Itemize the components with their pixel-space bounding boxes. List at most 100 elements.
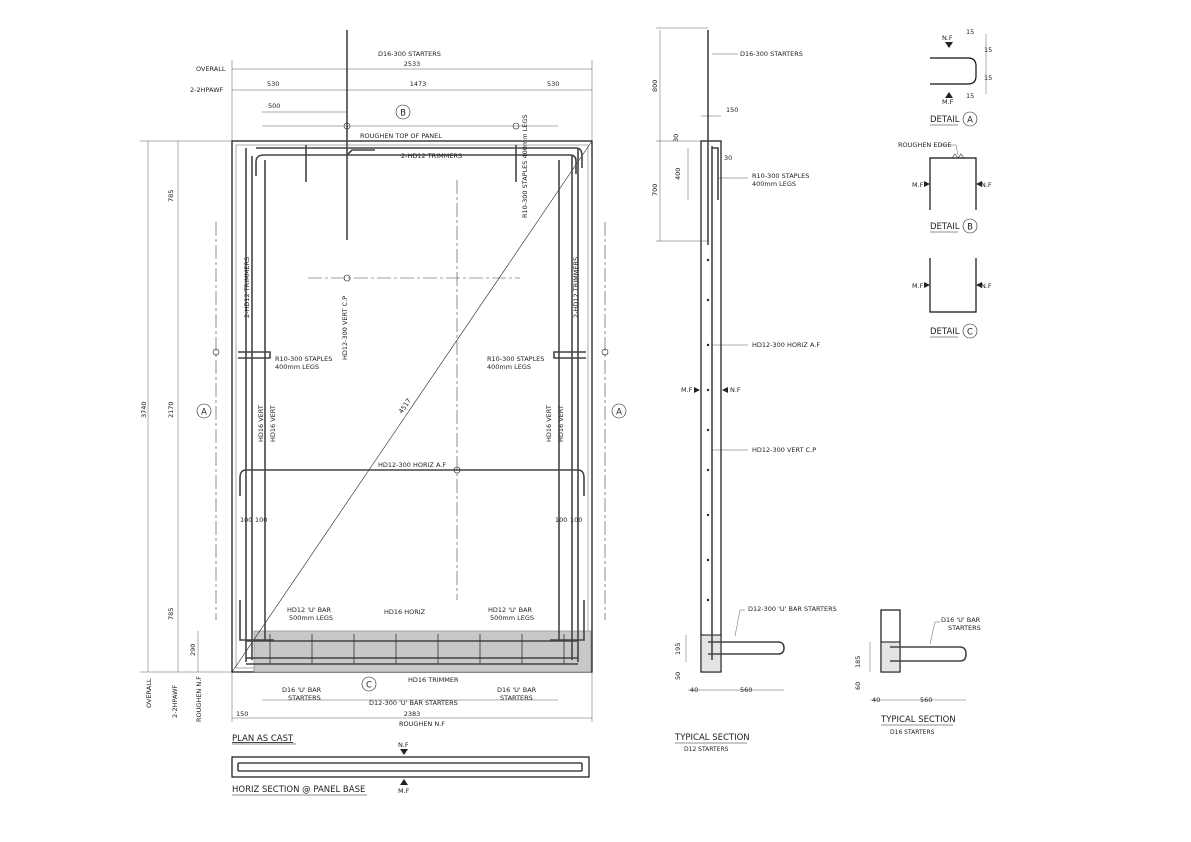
trimmers-top-label: 2-HD12 TRIMMERS <box>401 152 462 160</box>
horiz-af-label: HD12-300 HORIZ A.F <box>378 461 446 469</box>
roughened-base-strip <box>253 630 592 673</box>
starters-top-label: D16-300 STARTERS <box>378 50 441 58</box>
wall-section-d16-base <box>880 641 901 673</box>
detail-c-mf: M.F <box>912 282 924 290</box>
callout-circle-a-right <box>611 403 627 419</box>
horiz-af-bar <box>246 469 585 496</box>
typ16-ubar-2: STARTERS <box>948 624 981 632</box>
lift-point-right <box>601 348 609 356</box>
callout-circle-b <box>395 104 411 120</box>
typ-mf-arrow <box>694 387 700 393</box>
staples-right-vert-label: R10-300 STAPLES 400mm LEGS <box>521 114 529 218</box>
v-roughen-label: ROUGHEN N.F <box>195 676 203 722</box>
dim-2hpawf-label: 2-2HPAWF <box>190 86 224 94</box>
d16u-right-label-2: STARTERS <box>500 694 533 702</box>
detail-a-circle <box>962 111 978 127</box>
trimmers-right-label: 2-HD12 TRIMMERS <box>572 257 580 318</box>
horiz-section-title: HORIZ SECTION @ PANEL BASE <box>232 785 365 795</box>
d100-left-a: 100 <box>240 516 252 524</box>
diagonal-dimension-line <box>231 140 593 673</box>
detail-a-nf: N.F <box>942 34 953 42</box>
vert-cp-label: HD12-300 VERT C.P <box>341 296 349 360</box>
detail-b-letter: B <box>967 223 973 233</box>
typ12-40: 40 <box>690 686 698 694</box>
callout-a-left-label: A <box>201 408 207 418</box>
typ16-subtitle: D16 STARTERS <box>890 729 935 736</box>
diagonal-value: 4517 <box>397 397 413 415</box>
d16u-right-label: D16 'U' BAR <box>497 686 537 694</box>
horiz-af-bar-left-end <box>239 469 247 496</box>
typ12-30b: 30 <box>724 154 732 162</box>
detail-c-nf: N.F <box>981 282 992 290</box>
typical-section-d12: D16-300 STARTERS 800 700 150 30 30 400 R… <box>651 27 837 753</box>
detail-b-profile <box>929 157 977 210</box>
typical-section-d16: D16 'U' BAR STARTERS 185 60 40 560 TYPIC… <box>854 609 981 736</box>
typ12-30a: 30 <box>672 134 680 142</box>
v-overall-label: OVERALL <box>145 678 153 708</box>
detail-b-roughen <box>951 153 965 159</box>
h785-bot-value: 785 <box>167 608 175 620</box>
typ12-subtitle: D12 STARTERS <box>684 746 729 753</box>
hd16-vert-left-label-2: HD16 VERT <box>269 405 277 442</box>
ubar-left <box>239 600 274 641</box>
d16u-left-label-2: STARTERS <box>288 694 321 702</box>
h290-value: 290 <box>189 644 197 656</box>
detail-b-mf-arrow <box>924 181 930 187</box>
dim-right-value: 530 <box>547 80 559 88</box>
typ12-staples: R10-300 STAPLES <box>752 172 809 180</box>
typ12-195: 195 <box>674 643 682 655</box>
staple-right <box>553 351 586 359</box>
typ12-vert-cp: HD12-300 VERT C.P <box>752 446 816 454</box>
detail-a-nf-arrow <box>945 42 953 48</box>
nf-arrow <box>400 749 408 755</box>
hd16-vert-right-label-2: HD16 VERT <box>557 405 565 442</box>
typ12-800: 800 <box>651 80 659 92</box>
ubar-left-label: HD12 'U' BAR <box>287 606 332 614</box>
d100-right-a: 100 <box>555 516 567 524</box>
typ12-horiz-af: HD12-300 HORIZ A.F <box>752 341 820 349</box>
typ12-nf: N.F <box>730 386 741 394</box>
d100-left-b: 100 <box>255 516 267 524</box>
dim-500-value: 500 <box>268 102 280 110</box>
dim-overall-value: 2533 <box>404 60 421 68</box>
detail-b-leader <box>940 144 959 156</box>
detail-c-mf-arrow <box>924 282 930 288</box>
d12u-starters-label: D12-300 'U' BAR STARTERS <box>369 699 458 707</box>
staple-typ <box>712 147 719 200</box>
top-trimmer-bar-left-end <box>255 154 265 176</box>
leader-d16 <box>929 621 940 645</box>
callout-circle-c <box>361 676 377 692</box>
lift-point-top-l <box>343 122 351 130</box>
leader-ubar <box>734 609 745 637</box>
detail-b-nf-arrow <box>976 181 982 187</box>
ubar-right-label: HD12 'U' BAR <box>488 606 533 614</box>
horiz-bar-dots <box>706 258 710 602</box>
detail-c: M.F N.F DETAIL C <box>912 258 992 339</box>
typ16-560: 560 <box>920 696 932 704</box>
detail-b-nf: N.F <box>981 181 992 189</box>
detail-a-profile <box>930 57 977 85</box>
detail-b-title: DETAIL <box>930 222 960 232</box>
typ16-40: 40 <box>872 696 880 704</box>
dim-2383-value: 2383 <box>404 710 421 718</box>
hd16-horiz-label: HD16 HORIZ <box>384 608 426 616</box>
trimmers-left-label: 2-HD12 TRIMMERS <box>243 257 251 318</box>
callout-circle-a-left <box>196 403 212 419</box>
ubar-starter-d16 <box>890 646 967 662</box>
typ16-60: 60 <box>854 682 862 690</box>
h2170-value: 2170 <box>167 401 175 418</box>
roughen-top-label: ROUGHEN TOP OF PANEL <box>360 132 442 140</box>
typ12-title: TYPICAL SECTION <box>674 733 750 743</box>
staples-left-label: R10-300 STAPLES <box>275 355 332 363</box>
typ16-185: 185 <box>854 656 862 668</box>
detail-b-circle <box>962 218 978 234</box>
top-trimmer-bar <box>256 147 583 168</box>
callout-c-label: C <box>366 681 372 691</box>
typ12-staples-2: 400mm LEGS <box>752 180 796 188</box>
ubar-left-label-2: 500mm LEGS <box>289 614 333 622</box>
cp-marker-top <box>343 274 351 282</box>
horiz-section-mf: M.F <box>398 787 410 795</box>
staple-left <box>238 351 271 359</box>
callout-b-label: B <box>400 109 406 119</box>
